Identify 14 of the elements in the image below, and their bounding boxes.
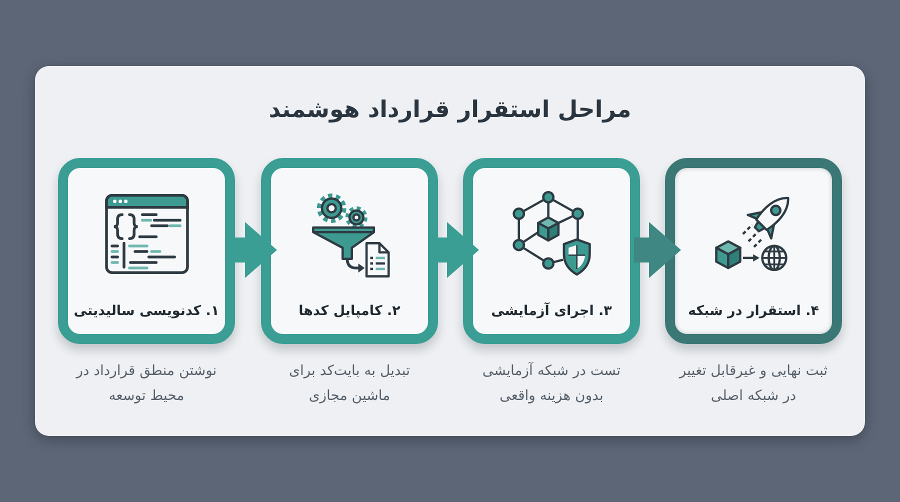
step-title: ۲. کامپایل کدها <box>298 303 400 319</box>
step-title: ۳. اجرای آزمایشی <box>491 303 612 319</box>
step-description: تبدیل به بایت‌کد برای ماشین مجازی <box>288 363 410 404</box>
title: مراحل استقرار قرارداد هوشمند <box>268 97 632 123</box>
step-description: ثبت نهایی و غیرقابل تغییر در شبکه اصلی <box>679 363 828 404</box>
step-title: ۴. استقرار در شبکه <box>688 303 819 319</box>
step-card <box>58 158 235 344</box>
step-description: تست در شبکه آزمایشی بدون هزینه واقعی <box>482 363 621 404</box>
step-card <box>665 158 842 344</box>
step-title: ۱. کدنویسی سالیدیتی <box>74 303 220 319</box>
step-description: نوشتن منطق قرارداد در محیط توسعه <box>76 363 217 404</box>
step-card <box>261 158 438 344</box>
arrow <box>634 222 681 278</box>
step-card <box>463 158 640 344</box>
